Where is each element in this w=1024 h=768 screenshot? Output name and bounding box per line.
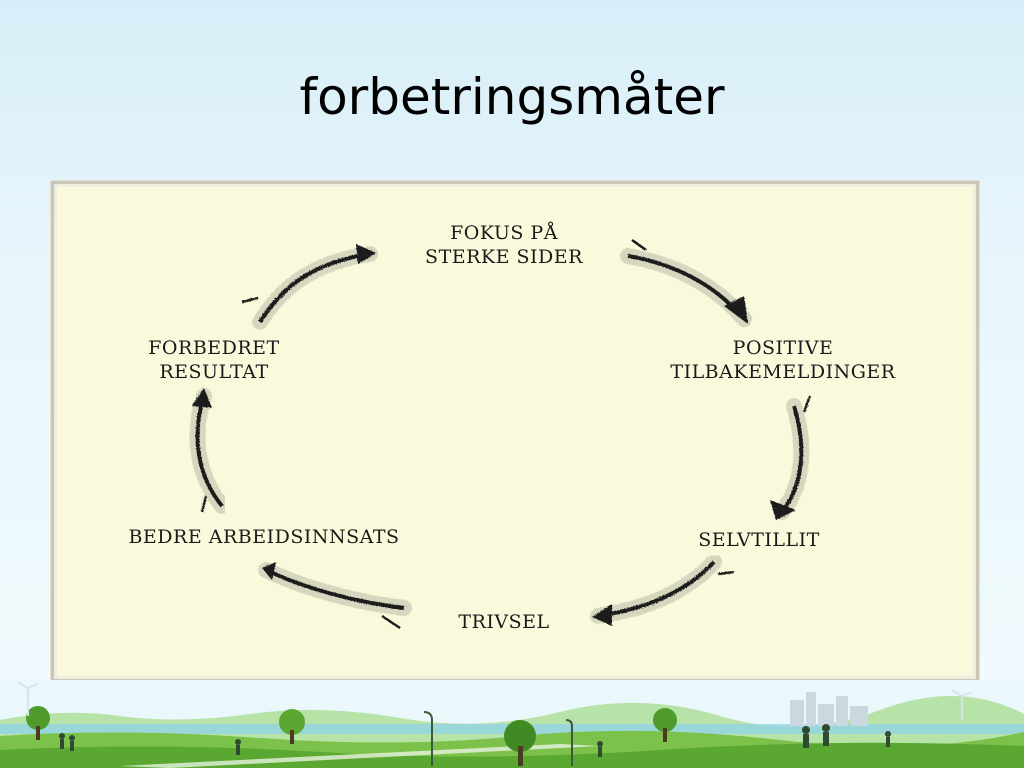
cycle-arrows	[189, 238, 812, 630]
arrow-confidence-to-wellbeing	[590, 554, 735, 626]
tree-icon	[504, 720, 536, 766]
arrow-focus-to-feedback	[620, 238, 752, 327]
tree-icon	[279, 709, 305, 744]
node-improved-result: FORBEDRET RESULTAT	[148, 337, 280, 383]
buildings-icon	[790, 692, 868, 726]
slide-title: forbetringsmåter	[299, 68, 725, 126]
node-wellbeing: TRIVSEL	[458, 611, 550, 633]
arrow-feedback-to-confidence	[770, 395, 812, 520]
node-better-effort: BEDRE ARBEIDSINNSATS	[128, 526, 400, 548]
people-icon	[59, 724, 891, 757]
wind-turbine-icon	[951, 689, 973, 720]
street-lamp-icon	[423, 711, 573, 766]
arrow-wellbeing-to-effort	[258, 562, 412, 630]
arrow-effort-to-result	[189, 388, 230, 514]
tree-icon	[653, 708, 677, 742]
node-self-confidence: SELVTILLIT	[698, 529, 820, 551]
node-focus-strengths: FOKUS PÅ STERKE SIDER	[425, 222, 583, 268]
tree-icon	[26, 706, 50, 740]
node-positive-feedback: POSITIVE TILBAKEMELDINGER	[670, 337, 896, 383]
landscape-decoration	[0, 680, 1024, 768]
wind-turbine-icon	[17, 681, 39, 716]
arrow-result-to-focus	[241, 244, 378, 330]
cycle-diagram: FOKUS PÅ STERKE SIDER POSITIVE TILBAKEME…	[51, 181, 979, 682]
